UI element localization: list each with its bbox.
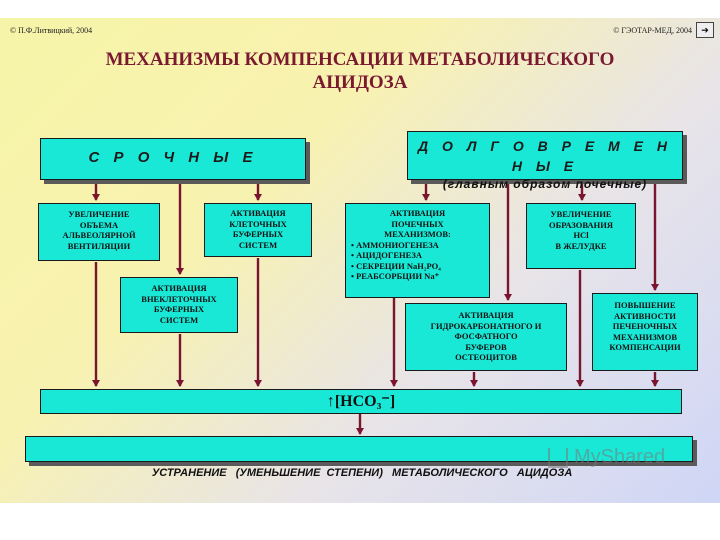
bone-line: АКТИВАЦИЯ [458, 310, 514, 320]
watermark-logo-icon [548, 447, 568, 468]
extracellular-buffers-line: АКТИВАЦИЯ [151, 283, 207, 293]
urgent-label: С Р О Ч Н Ы Е [88, 149, 258, 166]
liver-line: АКТИВНОСТИ [614, 310, 676, 321]
ventilation-box: УВЕЛИЧЕНИЕ ОБЪЕМА АЛЬВЕОЛЯРНОЙ ВЕНТИЛЯЦИ… [38, 203, 160, 261]
bone-buffers-box: АКТИВАЦИЯ ГИДРОКАРБОНАТНОГО И ФОСФАТНОГО… [405, 303, 567, 371]
extracellular-buffers-line: ВНЕКЛЕТОЧНЫХ [141, 293, 217, 304]
bicarbonate-formula: [HCO₃⁻] [334, 393, 396, 410]
renal-bullet: • АЦИДОГЕНЕЗА [351, 250, 423, 260]
cellular-buffers-box: АКТИВАЦИЯ КЛЕТОЧНЫХ БУФЕРНЫХ СИСТЕМ [204, 203, 312, 257]
watermark: MyShared [548, 446, 665, 469]
acidosis-elimination-bar: УСТРАНЕНИЕ (УМЕНЬШЕНИЕ СТЕПЕНИ) МЕТАБОЛИ… [25, 436, 693, 479]
liver-line: ПЕЧЕНОЧНЫХ [612, 321, 678, 331]
renal-line: МЕХАНИЗМОВ: [384, 229, 451, 239]
cellular-buffers-line: БУФЕРНЫХ [232, 229, 284, 239]
hcl-line: HCl [573, 230, 589, 240]
ventilation-line: ОБЪЕМА [79, 219, 119, 230]
ventilation-line: АЛЬВЕОЛЯРНОЙ [62, 230, 136, 240]
renal-bullet: • АММОНИОГЕНЕЗА [351, 239, 439, 250]
page-title: МЕХАНИЗМЫ КОМПЕНСАЦИИ МЕТАБОЛИЧЕСКОГО АЦ… [0, 48, 720, 94]
longterm-mechanisms-header: Д О Л Г О В Р Е М Е Н Н Ы Е (главным обр… [407, 131, 683, 191]
liver-mechanisms-box: ПОВЫШЕНИЕ АКТИВНОСТИ ПЕЧЕНОЧНЫХ МЕХАНИЗМ… [592, 293, 698, 371]
bicarbonate-increase-bar: ↑[HCO₃⁻] [40, 389, 682, 414]
title-line-1: МЕХАНИЗМЫ КОМПЕНСАЦИИ МЕТАБОЛИЧЕСКОГО [105, 49, 615, 70]
hcl-line: В ЖЕЛУДКЕ [555, 240, 607, 251]
watermark-text: MyShared [574, 446, 666, 468]
bone-line: ГИДРОКАРБОНАТНОГО И [430, 320, 542, 331]
liver-line: КОМПЕНСАЦИИ [609, 342, 681, 352]
cellular-buffers-line: АКТИВАЦИЯ [230, 208, 286, 218]
ventilation-line: ВЕНТИЛЯЦИИ [67, 240, 131, 251]
author-copyright: © П.Ф.Литвицкий, 2004 [10, 26, 93, 35]
bone-line: ОСТЕОЦИТОВ [455, 352, 517, 362]
hcl-stomach-box: УВЕЛИЧЕНИЕ ОБРАЗОВАНИЯ HCl В ЖЕЛУДКЕ [526, 203, 636, 269]
cellular-buffers-line: КЛЕТОЧНЫХ [229, 218, 287, 229]
hcl-line: УВЕЛИЧЕНИЕ [550, 209, 612, 219]
liver-line: МЕХАНИЗМОВ [613, 331, 677, 342]
liver-line: ПОВЫШЕНИЕ [614, 300, 676, 310]
renal-bullets: • АММОНИОГЕНЕЗА • АЦИДОГЕНЕЗА • СЕКРЕЦИИ… [346, 240, 489, 282]
extracellular-buffers-box: АКТИВАЦИЯ ВНЕКЛЕТОЧНЫХ БУФЕРНЫХ СИСТЕМ [120, 277, 238, 333]
up-arrow-icon: ↑ [326, 393, 335, 410]
publisher-copyright: © ГЭОТАР-МЕД, 2004 [613, 26, 692, 35]
title-line-2: АЦИДОЗА [312, 72, 408, 93]
renal-line: АКТИВАЦИЯ [389, 208, 446, 218]
renal-bullet: • РЕАБСОРБЦИИ Na⁺ [351, 271, 440, 281]
cellular-buffers-line: СИСТЕМ [238, 239, 278, 250]
bone-line: БУФЕРОВ [465, 341, 507, 352]
renal-line: ПОЧЕЧНЫХ [391, 218, 444, 229]
renal-mechanisms-box: АКТИВАЦИЯ ПОЧЕЧНЫХ МЕХАНИЗМОВ: • АММОНИО… [345, 203, 490, 298]
elimination-text: УСТРАНЕНИЕ (УМЕНЬШЕНИЕ СТЕПЕНИ) МЕТАБОЛИ… [151, 467, 573, 479]
forward-arrow-icon[interactable]: ➔ [696, 22, 714, 38]
renal-bullet: • СЕКРЕЦИИ NaH₂PO₄ [351, 260, 441, 271]
ventilation-line: УВЕЛИЧЕНИЕ [68, 209, 130, 219]
longterm-label: Д О Л Г О В Р Е М Е Н Н Ы Е [418, 138, 672, 174]
extracellular-buffers-line: СИСТЕМ [159, 314, 199, 325]
extracellular-buffers-line: БУФЕРНЫХ [153, 304, 205, 314]
longterm-sublabel: (главным образом почечные) [442, 177, 648, 191]
bone-line: ФОСФАТНОГО [454, 331, 518, 341]
urgent-mechanisms-header: С Р О Ч Н Ы Е [40, 138, 306, 180]
hcl-line: ОБРАЗОВАНИЯ [549, 219, 613, 230]
